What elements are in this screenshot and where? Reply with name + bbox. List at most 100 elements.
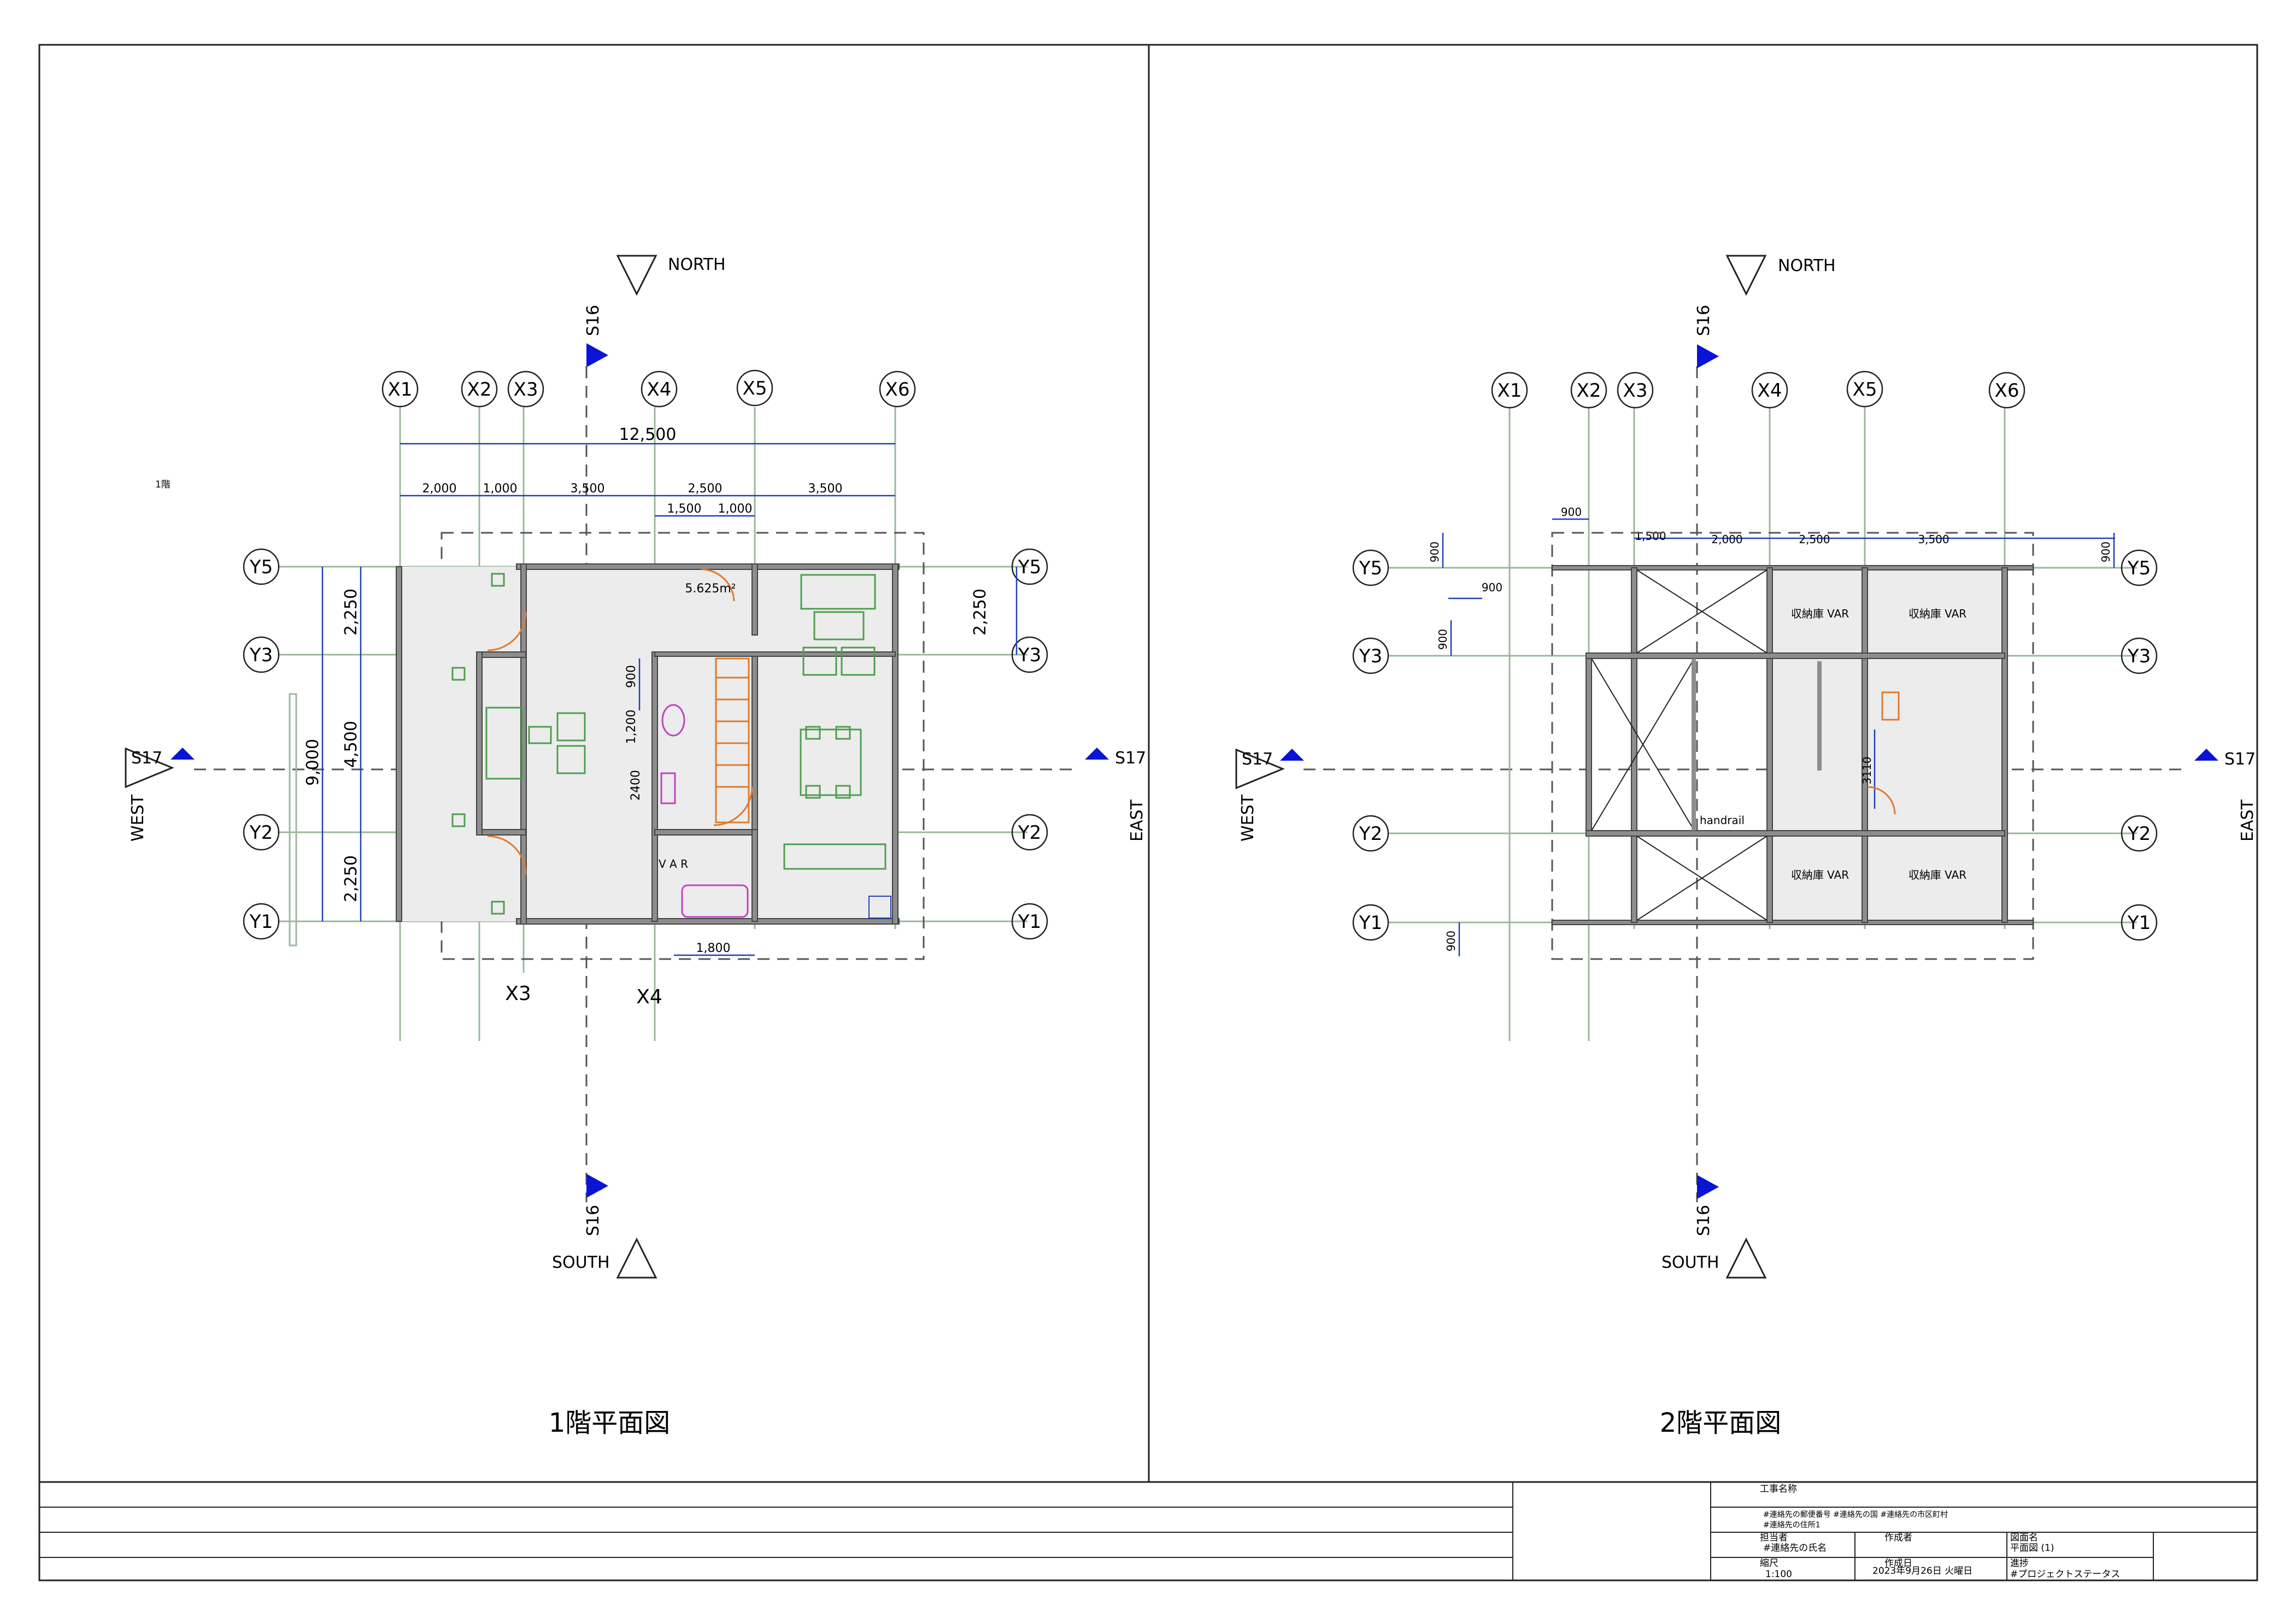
grid-x1-label: X1 xyxy=(1498,380,1522,402)
dining-table xyxy=(800,728,862,796)
floor1-level-label: 1階 xyxy=(155,479,171,490)
grid-y2-right-label: Y2 xyxy=(1018,822,1041,844)
address-line2: #連絡先の住所1 xyxy=(1763,1521,1821,1530)
door-swing xyxy=(487,611,527,651)
grid-y5-left-label: Y5 xyxy=(1359,557,1382,579)
bed xyxy=(485,707,523,780)
dim-inner: 900 xyxy=(625,665,638,688)
door-swing xyxy=(1867,786,1896,815)
scale-label: 縮尺 xyxy=(1760,1558,1778,1569)
floor1-top-dimensions: 12,500 2,000 1,000 3,500 2,500 3,500 1,5… xyxy=(400,425,895,517)
west-label: WEST xyxy=(1238,794,1258,842)
door-swing xyxy=(713,786,753,826)
south-arrow-icon xyxy=(1725,1237,1767,1279)
roof-outline xyxy=(1551,532,2034,960)
sofa xyxy=(800,574,876,610)
grid-y2-left-label: Y2 xyxy=(249,822,273,844)
grid-x4-bottom-label: X4 xyxy=(636,986,662,1008)
north-arrow-icon xyxy=(1725,255,1767,296)
title-block: 工事名称 #連絡先の郵便番号 #連絡先の国 #連絡先の市区町村 #連絡先の住所1… xyxy=(39,1482,2257,1580)
grid-x2-label: X2 xyxy=(1577,380,1601,402)
floor1-stair xyxy=(715,657,750,824)
section-label-s16-bottom: S16 xyxy=(1694,1205,1713,1236)
grid-y1-right-label: Y1 xyxy=(2127,912,2151,934)
grid-bubbles-x: X1 X2 X3 X4 X5 X6 xyxy=(1491,371,2025,409)
handrail-bar xyxy=(1692,658,1696,831)
grid-y5-right-label: Y5 xyxy=(1018,556,1041,578)
grid-y5-right-label: Y5 xyxy=(2127,557,2151,579)
dim-top: 1,500 xyxy=(1635,530,1666,543)
floor2-title: 2階平面図 xyxy=(1660,1408,1782,1438)
south-arrow-icon xyxy=(616,1237,657,1279)
dim-part: 2,000 xyxy=(422,482,457,496)
east-label: EAST xyxy=(2238,799,2257,842)
dim-side-part: 4,500 xyxy=(342,721,361,768)
section-label-s16-bottom: S16 xyxy=(584,1205,603,1236)
grid-x5-label: X5 xyxy=(1853,379,1877,401)
north-label: NORTH xyxy=(668,255,726,274)
floor1-title: 1階平面図 xyxy=(549,1408,671,1438)
date-value: 2023年9月26日 火曜日 xyxy=(1872,1566,1972,1577)
west-label: WEST xyxy=(128,794,148,842)
floor1-plumbing xyxy=(660,704,749,918)
north-label: NORTH xyxy=(1778,256,1836,275)
scale-value: 1:100 xyxy=(1765,1569,1792,1580)
floor2-plan: NORTH SOUTH WEST EAST S16 S16 S17 S17 X1… xyxy=(1235,255,2257,1438)
grid-x3-label: X3 xyxy=(514,379,538,401)
dim-top: 900 xyxy=(1561,505,1582,519)
ladder-icon xyxy=(1817,661,1822,771)
bathtub xyxy=(681,884,749,918)
dim-inner: 1,200 xyxy=(625,710,638,744)
project-label: 工事名称 xyxy=(1760,1484,1797,1495)
grid-x6-label: X6 xyxy=(885,379,910,401)
section-label-s17-right: S17 xyxy=(2224,750,2256,769)
fridge xyxy=(868,896,891,919)
address-line1: #連絡先の郵便番号 #連絡先の国 #連絡先の市区町村 xyxy=(1763,1510,1948,1519)
east-label: EAST xyxy=(1128,799,1147,842)
storage-room-label: 収納庫 VAR xyxy=(1909,607,1966,620)
dim-top: 2,000 xyxy=(1711,533,1742,546)
grid-y3-right-label: Y3 xyxy=(2127,645,2151,667)
grid-x2-label: X2 xyxy=(467,379,492,401)
grid-x3-label: X3 xyxy=(1623,380,1648,402)
grid-bubbles-y: Y5 Y3 Y2 Y1 Y5 Y3 Y2 Y1 xyxy=(243,548,1048,940)
storage-room-label: 収納庫 VAR xyxy=(1909,868,1966,881)
dim-bottom: 1,800 xyxy=(696,942,731,955)
dim-side: 900 xyxy=(1428,542,1441,562)
section-label-s17-left: S17 xyxy=(131,749,162,768)
grid-y3-right-label: Y3 xyxy=(1018,644,1041,666)
south-label: SOUTH xyxy=(1661,1253,1719,1272)
south-label: SOUTH xyxy=(552,1253,610,1272)
dim-side: 900 xyxy=(1436,629,1449,650)
person-value: #連絡先の氏名 xyxy=(1763,1543,1827,1554)
section-marker-icon xyxy=(2194,749,2218,761)
north-arrow-icon xyxy=(616,255,657,296)
section-marker-icon xyxy=(1697,1175,1719,1199)
floor1-walls xyxy=(476,563,900,925)
section-marker-icon xyxy=(1085,748,1109,760)
floor2-voids xyxy=(1591,569,1767,921)
grid-x1-label: X1 xyxy=(388,379,413,401)
section-label-s17-left: S17 xyxy=(1242,750,1273,769)
grid-y1-left-label: Y1 xyxy=(1359,912,1382,934)
grid-x4-label: X4 xyxy=(1758,380,1782,402)
dim-side: 900 xyxy=(2099,542,2112,562)
section-marker-icon xyxy=(171,748,195,760)
floor1-plan: 1階 NORTH SOUTH WEST EAST S16 S16 S17 S17 xyxy=(125,255,1147,1438)
grid-y5-left-label: Y5 xyxy=(249,556,273,578)
drawing-label: 図面名 xyxy=(2010,1532,2038,1543)
progress-value: #プロジェクトステータス xyxy=(2010,1569,2120,1580)
floor2-walls xyxy=(1552,565,2034,925)
floor1-side-dimensions: 9,000 2,250 4,500 2,250 2,250 xyxy=(303,567,1018,921)
drawing-value: 平面図 (1) xyxy=(2010,1543,2054,1554)
section-marker-icon xyxy=(586,343,608,367)
section-flag-icon xyxy=(1235,748,1285,790)
dim-side: 900 xyxy=(1482,581,1502,594)
grid-x3-bottom-label: X3 xyxy=(505,983,531,1005)
section-flag-icon xyxy=(125,747,174,789)
dim-side: 900 xyxy=(1444,931,1458,951)
sink-icon xyxy=(660,772,676,804)
grid-y2-right-label: Y2 xyxy=(2127,823,2151,845)
floor2-dimensions: 900 1,500 2,000 2,500 3,500 900 900 900 … xyxy=(1428,505,2115,956)
section-marker-icon xyxy=(1697,344,1719,368)
